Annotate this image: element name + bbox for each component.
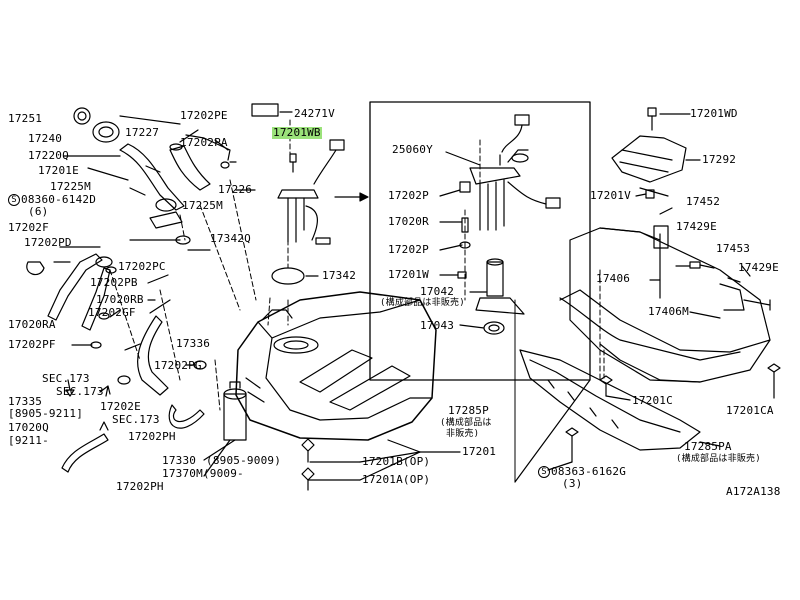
- label-17202PH-b: 17202PH: [116, 480, 164, 493]
- label-17020RB: 17020RB: [96, 293, 144, 306]
- label-sec173-c: SEC.173: [112, 413, 160, 426]
- label-17201B: 17201B(OP): [362, 455, 431, 468]
- label-17202PG: 17202PG: [154, 359, 202, 372]
- drain-bolts: [301, 438, 315, 491]
- heat-shield: [611, 135, 701, 183]
- label-17285P: 17285P: [448, 404, 489, 417]
- label-08363-qty: (3): [562, 477, 583, 490]
- label-17202E: 17202E: [100, 400, 141, 413]
- label-17042-note: (構成部品は非販売): [380, 298, 465, 308]
- label-17202PE: 17202PE: [180, 109, 228, 122]
- label-17202P-b: 17202P: [388, 243, 429, 256]
- label-17453: 17453: [716, 242, 751, 255]
- label-17220Q: 17220Q: [28, 149, 69, 162]
- label-17201C: 17201C: [632, 394, 673, 407]
- label-17370M: 17370M(9009-: [162, 467, 244, 480]
- part-24271V: [251, 103, 279, 117]
- label-17020RA: 17020RA: [8, 318, 56, 331]
- label-17406-a: 17406: [596, 272, 631, 285]
- label-17201CA: 17201CA: [726, 404, 774, 417]
- diagram-code: A172A138: [726, 485, 781, 498]
- label-17225M-b: 17225M: [182, 199, 223, 212]
- label-17020Q: 17020Q: [8, 421, 49, 434]
- label-17251: 17251: [8, 112, 43, 125]
- label-17202P-a: 17202P: [388, 189, 429, 202]
- label-17202PC: 17202PC: [118, 260, 166, 273]
- label-17020R: 17020R: [388, 215, 429, 228]
- under-cover: [519, 349, 721, 451]
- label-17020Q-date: [9211-: [8, 434, 49, 447]
- label-17330: 17330: [162, 454, 197, 467]
- label-17406M: 17406M: [648, 305, 689, 318]
- label-17342Q: 17342Q: [210, 232, 251, 245]
- label-17342: 17342: [322, 269, 357, 282]
- leader-lines-right: [639, 187, 751, 319]
- label-17225M-a: 17225M: [50, 180, 91, 193]
- label-24271V: 24271V: [294, 107, 335, 120]
- label-17202PA: 17202PA: [180, 136, 228, 149]
- tank-straps: [559, 225, 771, 383]
- label-25060Y: 25060Y: [392, 143, 433, 156]
- fuel-hoses: [26, 246, 207, 473]
- label-17043: 17043: [420, 319, 455, 332]
- label-17202PB: 17202PB: [90, 276, 138, 289]
- label-17202PD: 17202PD: [24, 236, 72, 249]
- label-sec173-b: SEC.173: [56, 385, 104, 398]
- label-17202PF: 17202PF: [8, 338, 56, 351]
- evap-canister: [203, 381, 247, 477]
- label-17201E: 17201E: [38, 164, 79, 177]
- label-17292: 17292: [702, 153, 737, 166]
- label-17227: 17227: [125, 126, 160, 139]
- label-17202GF: 17202GF: [88, 306, 136, 319]
- label-17201: 17201: [462, 445, 497, 458]
- label-17202F: 17202F: [8, 221, 49, 234]
- label-17240: 17240: [28, 132, 63, 145]
- clip-bolts-right: [635, 107, 691, 199]
- label-17201WB-highlighted[interactable]: 17201WB: [272, 126, 322, 139]
- label-17201W: 17201W: [388, 268, 429, 281]
- label-17429E-b: 17429E: [738, 261, 779, 274]
- label-17201A: 17201A(OP): [362, 473, 431, 486]
- fuel-sender: [277, 139, 345, 245]
- label-sec173-a: SEC.173: [42, 372, 90, 385]
- label-17202PH-a: 17202PH: [128, 430, 176, 443]
- filler-neck: [63, 107, 231, 245]
- label-17201WD: 17201WD: [690, 107, 738, 120]
- label-08360-qty: (6): [28, 205, 49, 218]
- screw-symbol-icon: S: [538, 466, 550, 478]
- fuel-tank: [235, 291, 437, 441]
- pump-inset-divider: [514, 379, 591, 483]
- label-17285P-note: (構成部品は: [440, 418, 492, 428]
- label-17429E-a: 17429E: [676, 220, 717, 233]
- label-17336: 17336: [176, 337, 211, 350]
- label-17452: 17452: [686, 195, 721, 208]
- label-17330-date: (8905-9009): [206, 454, 282, 467]
- label-17285PA-note: (構成部品は非販売): [676, 454, 761, 464]
- label-17335-date: [8905-9211]: [8, 407, 84, 420]
- screw-symbol-icon: S: [8, 194, 20, 206]
- bolts-lower-right: [547, 363, 781, 471]
- label-17285P-note2: 非販売): [446, 429, 480, 439]
- fuel-pump-module: [439, 114, 561, 335]
- label-17285PA: 17285PA: [684, 440, 732, 453]
- label-17042: 17042: [420, 285, 455, 298]
- label-17201V: 17201V: [590, 189, 631, 202]
- label-17335: 17335: [8, 395, 43, 408]
- label-17226: 17226: [218, 183, 253, 196]
